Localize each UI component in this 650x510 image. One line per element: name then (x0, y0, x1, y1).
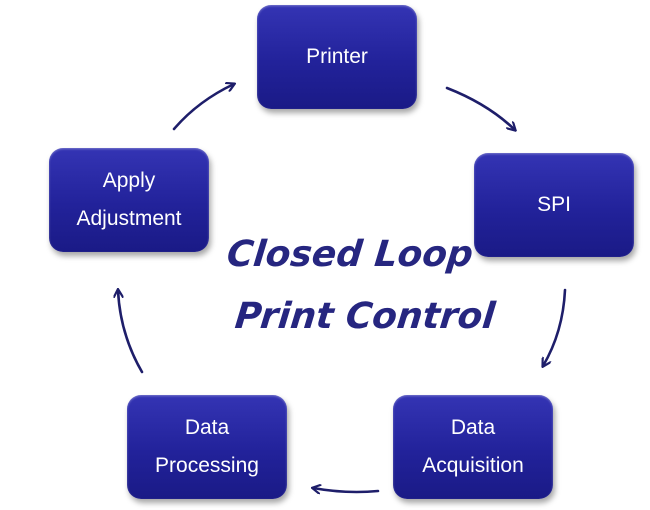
node-spi: SPI (474, 153, 634, 257)
node-label: Data (184, 416, 230, 439)
node-printer: Printer (257, 5, 417, 109)
diagram-title-line1: Closed Loop (224, 234, 476, 275)
node-label: Apply (102, 169, 156, 192)
node-label: Acquisition (422, 454, 524, 477)
node-label: Processing (155, 454, 259, 477)
arrow-printer-to-spi (445, 86, 515, 130)
arrow-spi-to-acquisition (543, 288, 567, 366)
arrow-apply-to-printer (172, 84, 234, 131)
diagram-title-line2: Print Control (233, 296, 497, 337)
arrow-acquisition-to-processing (313, 488, 380, 492)
arrow-processing-to-apply (118, 290, 144, 374)
node-label: SPI (537, 193, 571, 216)
node-label: Data (450, 416, 496, 439)
node-label: Printer (306, 45, 368, 68)
node-label: Adjustment (76, 207, 182, 230)
